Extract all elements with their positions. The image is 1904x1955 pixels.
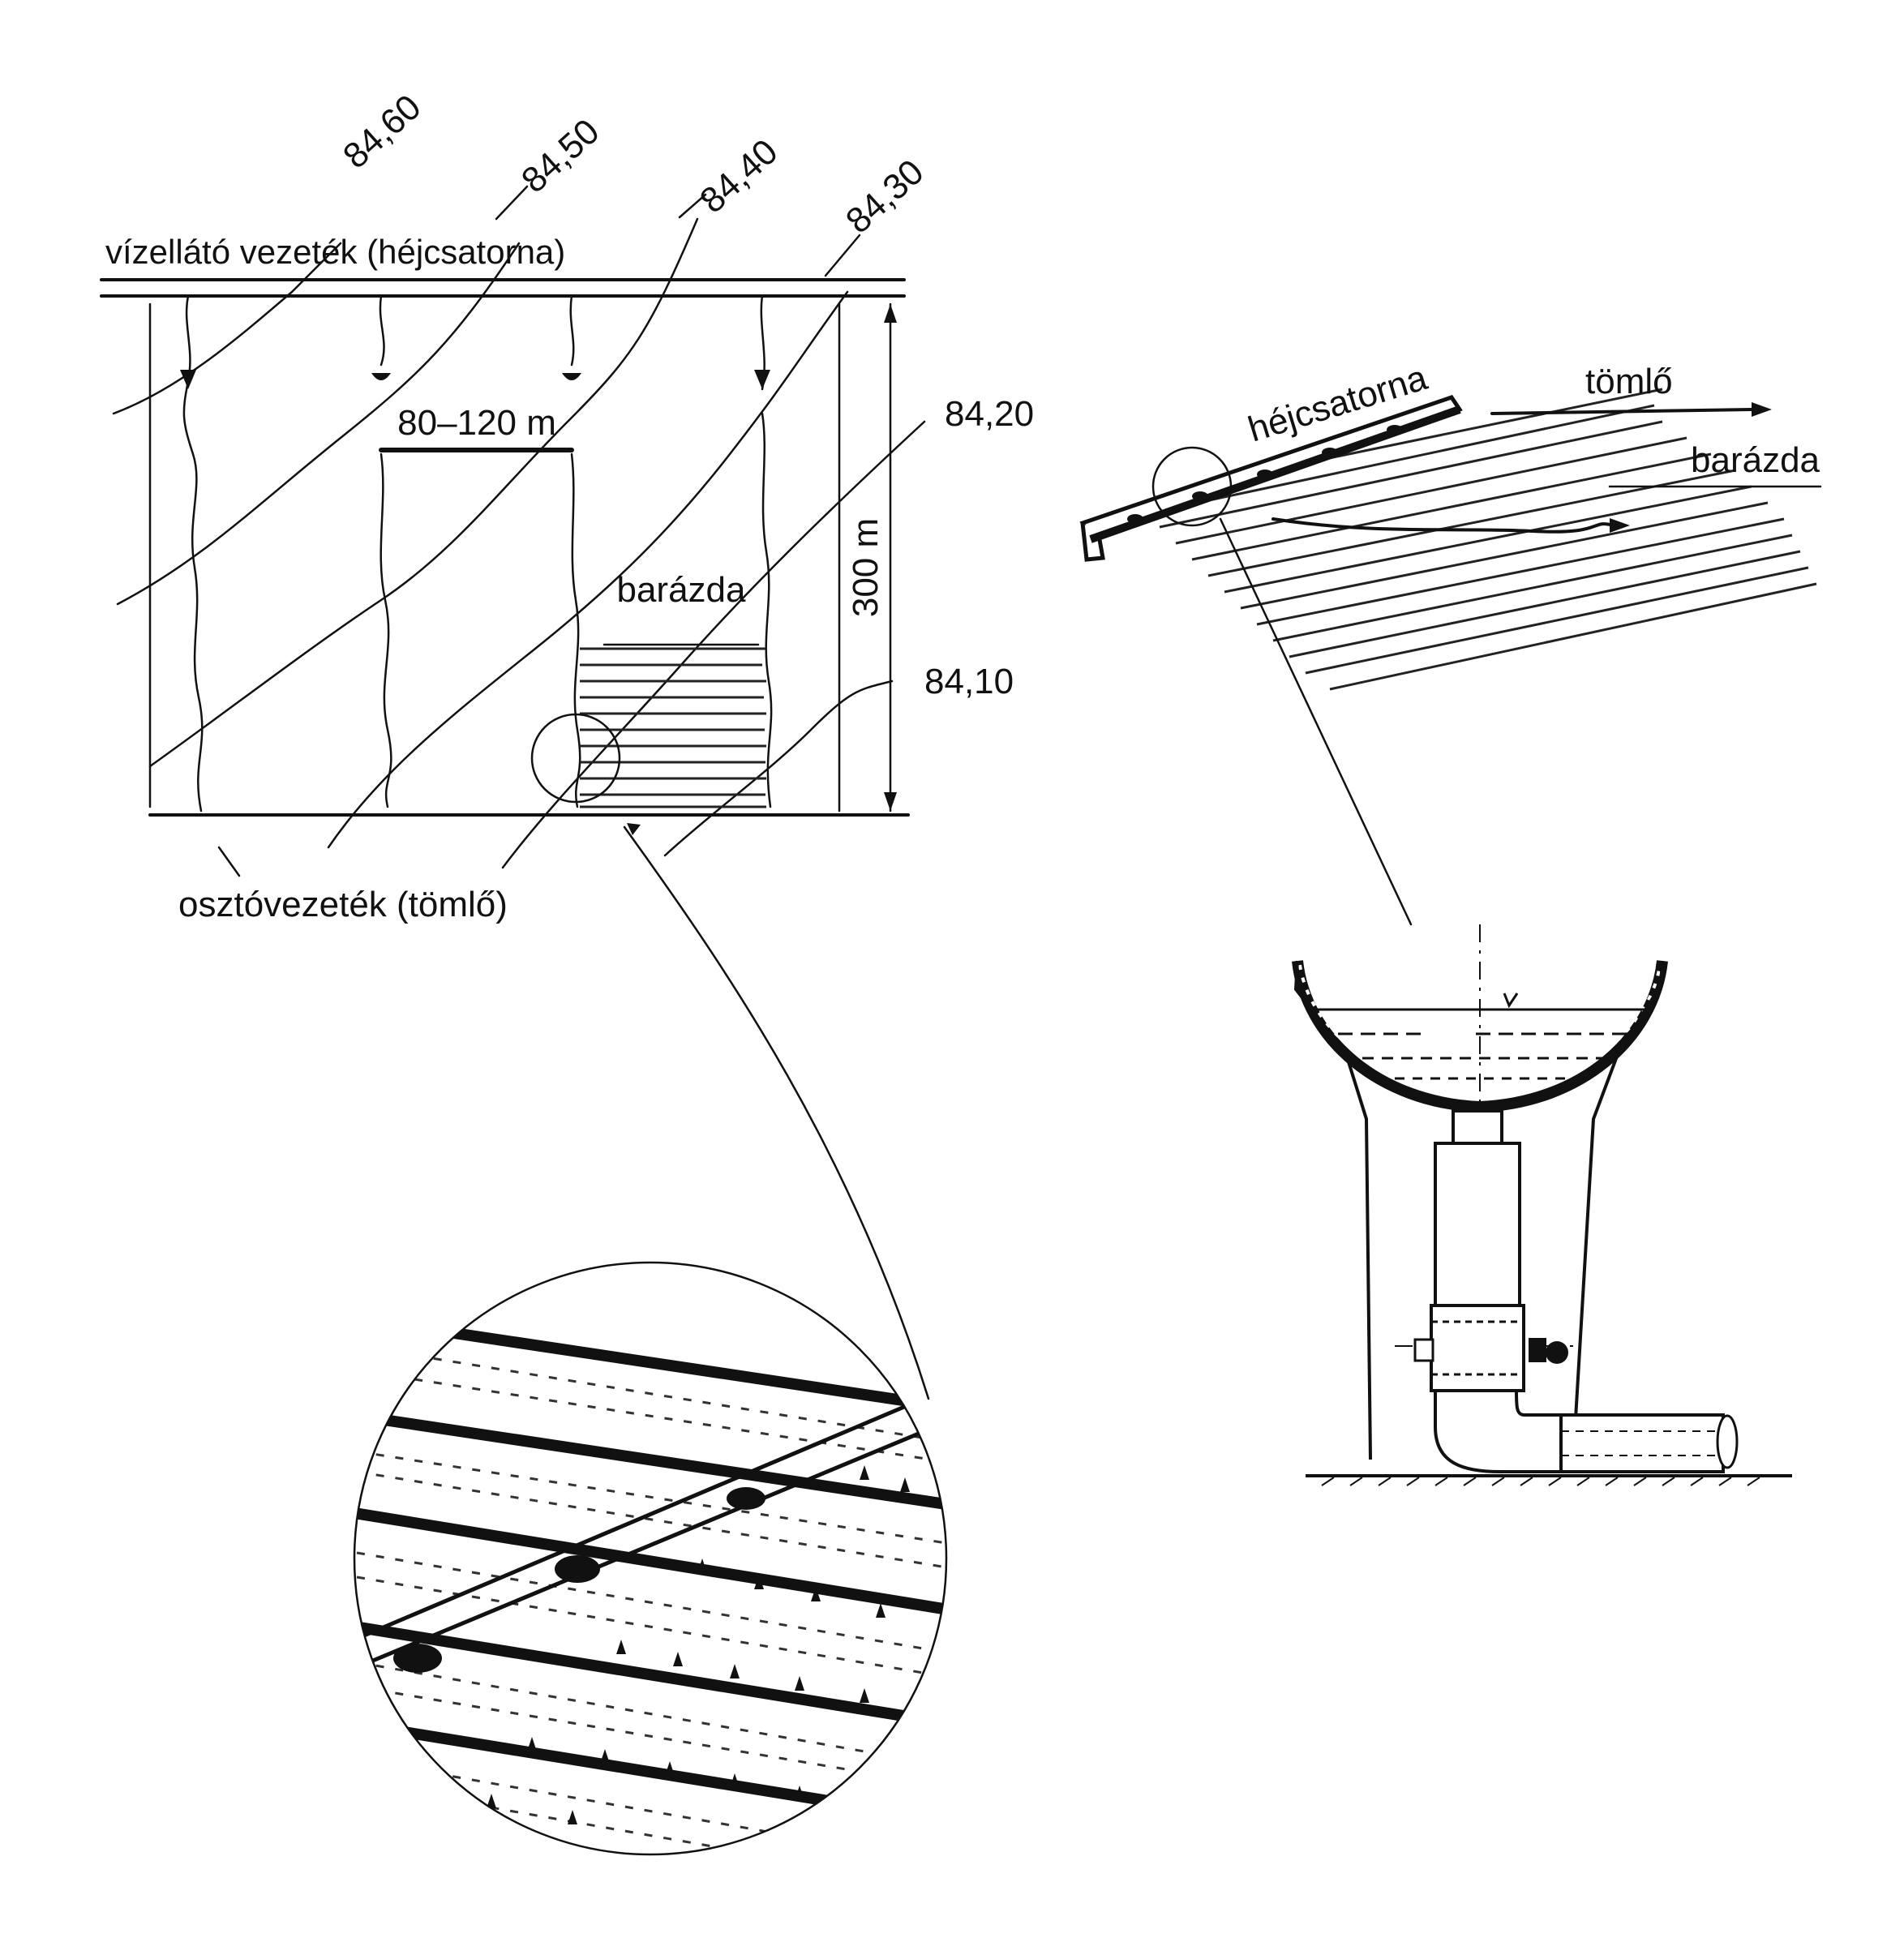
dimension-arrow-top — [884, 304, 897, 323]
furrow-label: barázda — [616, 570, 746, 610]
length-label: 300 m — [846, 518, 886, 617]
channel-detail-circle — [1151, 446, 1233, 527]
hose-line-3 — [569, 294, 581, 808]
hose-arrow-3 — [562, 373, 581, 380]
hose-line-perspective — [1490, 408, 1753, 415]
contour-line-8440 — [148, 217, 699, 768]
contour-label-8410: 84,10 — [924, 662, 1014, 701]
hose-arrow-4 — [754, 370, 770, 389]
spacing-label: 80–120 m — [397, 403, 556, 443]
dimension-arrow-bottom — [884, 792, 897, 811]
perspective-view: héjcsatorna tömlő barázda — [1079, 358, 1822, 691]
detail-circle — [530, 713, 621, 804]
supply-line-label: vízellátó vezeték (héjcsatorna) — [105, 233, 565, 271]
hose-arrow-2 — [371, 373, 391, 380]
furrow-block — [580, 647, 766, 808]
contour-label-8450: 84,50 — [514, 111, 607, 200]
furrow-flow-line — [1271, 517, 1615, 534]
leader-8430 — [824, 234, 861, 277]
leader-8450 — [495, 185, 529, 221]
zoom-connector-left — [623, 825, 930, 1400]
leader-8440 — [678, 193, 707, 219]
contour-line-8430 — [327, 290, 849, 849]
zoom-detail — [353, 1261, 948, 1856]
contour-line-8460 — [112, 242, 342, 415]
contour-line-8450 — [116, 242, 521, 606]
contour-line-8410 — [663, 680, 894, 857]
hose-line-2 — [379, 294, 392, 808]
furrow-right-label: barázda — [1691, 440, 1820, 480]
distribution-line-label: osztóvezeték (tömlő) — [178, 885, 508, 924]
section-connector — [1219, 517, 1413, 926]
detail-arrow — [627, 823, 641, 835]
furrow-flow-arrow — [1610, 518, 1630, 533]
plan-view: 300 m 80–120 m 84,60 84,50 84,40 84,30 8… — [100, 87, 1034, 924]
contour-label-8440: 84,40 — [693, 131, 786, 221]
leader-distribution — [217, 846, 241, 877]
contour-label-8460: 84,60 — [336, 87, 429, 176]
hose-arrow-1 — [180, 370, 196, 389]
contour-label-8420: 84,20 — [945, 394, 1034, 434]
zoom-circle-outline — [353, 1261, 948, 1856]
hose-label: tömlő — [1585, 362, 1673, 401]
hose-arrow-perspective — [1752, 402, 1772, 417]
contour-label-8430: 84,30 — [838, 152, 932, 241]
cross-section — [1292, 924, 1792, 1486]
